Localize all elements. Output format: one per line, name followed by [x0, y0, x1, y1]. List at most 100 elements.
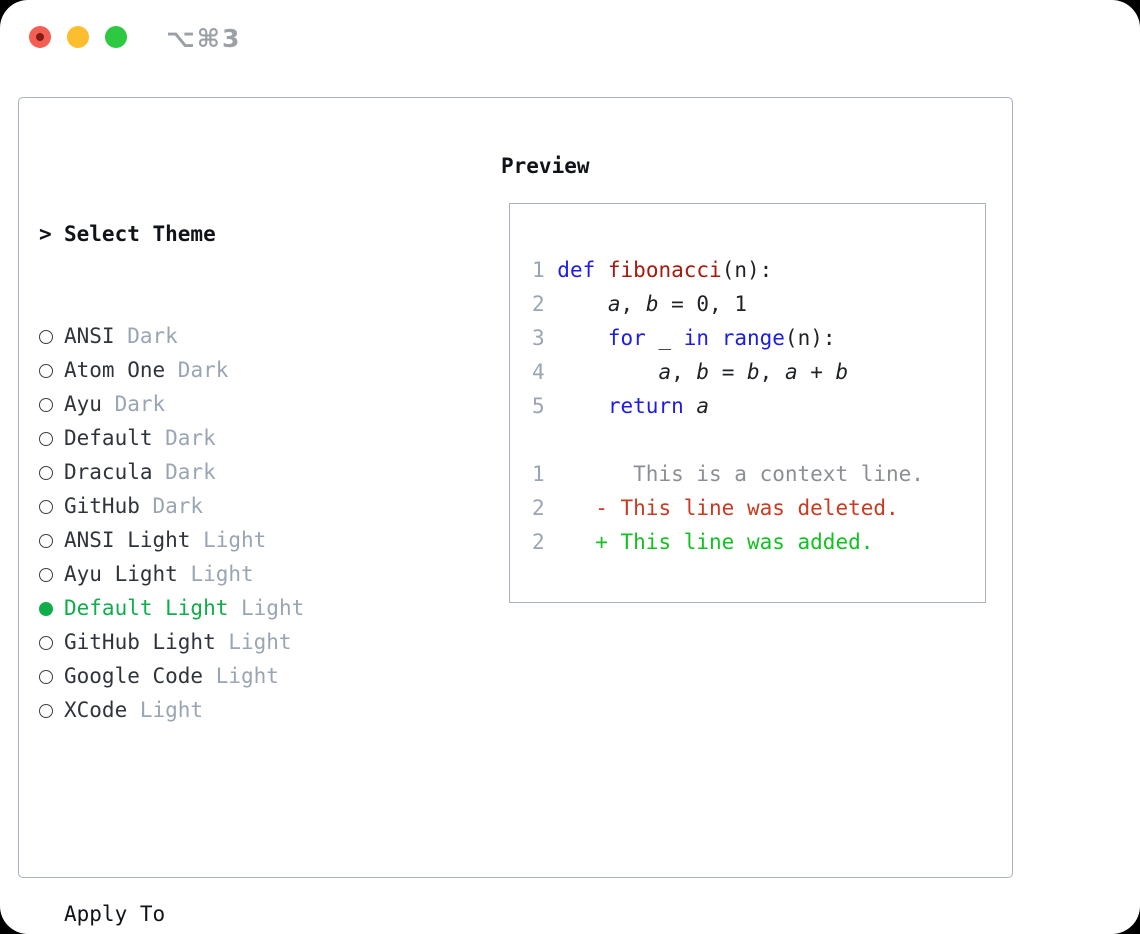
code-segment: fibonacci [607, 258, 722, 282]
code-segment: a [696, 394, 710, 418]
radio-icon [39, 329, 64, 344]
radio-icon [39, 499, 64, 514]
code-segment: a [658, 360, 672, 384]
apply-to-header: Apply To [39, 897, 429, 931]
preview-line: 2 a, b = 0, 1 [532, 287, 985, 321]
preview-panel: Preview 1 def fibonacci(n):2 a, b = 0, 1… [501, 149, 986, 603]
code-segment: b [645, 292, 659, 316]
preview-line: 1 This is a context line. [532, 457, 985, 491]
theme-name: Dracula [64, 460, 153, 484]
code-segment: , [620, 292, 646, 316]
zoom-button[interactable] [105, 26, 127, 48]
theme-tag: Dark [152, 426, 216, 450]
radio-icon [39, 669, 64, 684]
title-bar: ⌥⌘3 [0, 0, 1140, 76]
theme-name: GitHub [64, 494, 140, 518]
close-button[interactable] [29, 26, 51, 48]
code-segment: , [759, 360, 785, 384]
theme-tag: Dark [114, 324, 178, 348]
code-segment [709, 326, 722, 350]
code-segment: a [784, 360, 798, 384]
minimize-button[interactable] [67, 26, 89, 48]
theme-name: Default [64, 426, 153, 450]
code-segment: in [683, 326, 710, 350]
theme-tag: Dark [152, 460, 216, 484]
theme-option-atom-one[interactable]: Atom One Dark [39, 353, 429, 387]
line-number: 1 [532, 258, 558, 282]
caret-icon: > [39, 222, 52, 246]
theme-name: XCode [64, 698, 128, 722]
theme-option-dracula[interactable]: Dracula Dark [39, 455, 429, 489]
radio-icon [39, 465, 64, 480]
theme-name: Default Light [64, 596, 229, 620]
preview-line: 2 - This line was deleted. [532, 491, 985, 525]
theme-tag: Dark [165, 358, 229, 382]
code-segment [557, 360, 658, 384]
line-number: 2 [532, 530, 558, 554]
code-segment: - This line was deleted. [557, 496, 899, 520]
line-number: 1 [532, 462, 558, 486]
code-segment: (n): [721, 258, 773, 282]
spacer [39, 795, 429, 829]
theme-option-github-light[interactable]: GitHub Light Light [39, 625, 429, 659]
code-segment: for [607, 326, 646, 350]
code-segment: b [696, 360, 710, 384]
code-segment: = 0, 1 [658, 292, 747, 316]
code-segment: a [607, 292, 621, 316]
line-number: 5 [532, 394, 558, 418]
theme-name: Ayu Light [64, 562, 178, 586]
code-segment: _ [645, 326, 684, 350]
radio-icon [39, 635, 64, 650]
theme-name: Atom One [64, 358, 166, 382]
theme-tag: Dark [101, 392, 166, 416]
theme-tag: Dark [139, 494, 204, 518]
theme-tag: Light [203, 664, 279, 688]
window-title: ⌥⌘3 [166, 24, 242, 53]
theme-option-ansi[interactable]: ANSI Dark [39, 319, 429, 353]
code-segment: b [835, 360, 849, 384]
theme-tag: Light [215, 630, 292, 654]
code-segment: This is a context line. [557, 462, 924, 486]
select-theme-title: Select Theme [64, 222, 216, 246]
theme-option-default[interactable]: Default Dark [39, 421, 429, 455]
theme-option-github[interactable]: GitHub Dark [39, 489, 429, 523]
code-segment: (n): [784, 326, 836, 350]
code-segment: , [671, 360, 697, 384]
theme-tag: Light [228, 596, 305, 620]
code-segment [684, 394, 697, 418]
theme-option-google-code[interactable]: Google Code Light [39, 659, 429, 693]
theme-option-ansi-light[interactable]: ANSI Light Light [39, 523, 429, 557]
theme-option-ayu[interactable]: Ayu Dark [39, 387, 429, 421]
code-segment: def [557, 258, 596, 282]
theme-tag: Light [177, 562, 254, 586]
radio-icon [39, 533, 64, 548]
theme-name: Ayu [64, 392, 102, 416]
radio-icon [39, 567, 64, 582]
preview-line: 3 for _ in range(n): [532, 321, 985, 355]
code-segment: b [747, 360, 760, 384]
theme-name: ANSI [64, 324, 115, 348]
radio-icon [39, 397, 64, 412]
code-segment: range [721, 326, 785, 350]
theme-tag: Light [127, 698, 204, 722]
line-number: 3 [532, 326, 558, 350]
code-segment: + [797, 360, 836, 384]
preview-line: 5 return a [532, 389, 985, 423]
theme-option-xcode[interactable]: XCode Light [39, 693, 429, 727]
line-number: 2 [532, 496, 558, 520]
code-segment [557, 326, 608, 350]
radio-icon [39, 363, 64, 378]
radio-icon [39, 431, 64, 446]
theme-name: Google Code [64, 664, 204, 688]
preview-title: Preview [501, 154, 590, 178]
preview-line: 2 + This line was added. [532, 525, 985, 559]
theme-option-default-light[interactable]: Default Light Light [39, 591, 429, 625]
code-segment [557, 394, 608, 418]
theme-option-ayu-light[interactable]: Ayu Light Light [39, 557, 429, 591]
radio-icon [39, 601, 64, 616]
line-number: 4 [532, 360, 558, 384]
